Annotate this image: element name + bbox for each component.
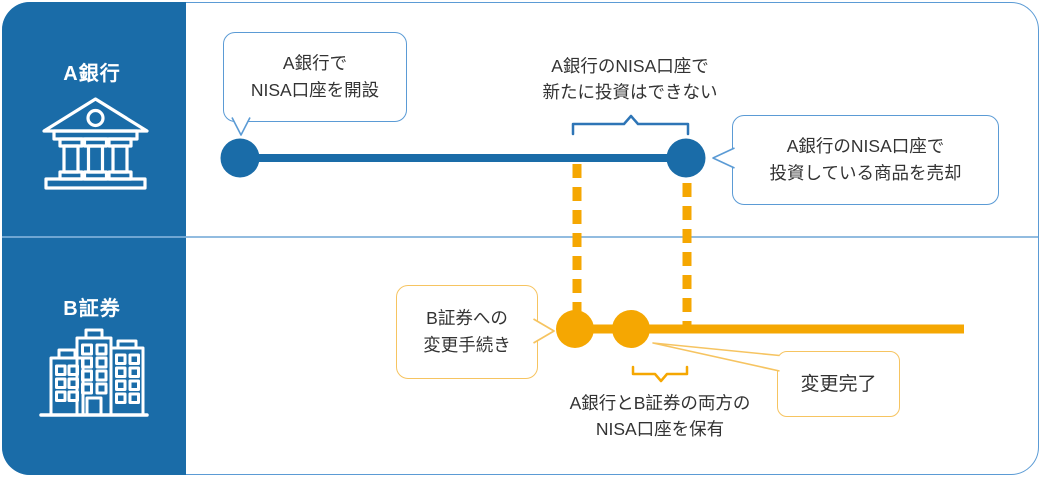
label-both-accounts-line1: A銀行とB証券の両方の (569, 393, 751, 413)
office-buildings-icon (39, 328, 149, 417)
speech-bubble-sell-products: A銀行のNISA口座で 投資している商品を売却 (732, 115, 999, 205)
speech-bubble-open-account: A銀行で NISA口座を開設 (223, 32, 407, 122)
event-dot-change-complete (612, 310, 650, 348)
speech-bubble-change-procedure: B証券への 変更手続き (396, 285, 538, 379)
bubble-open-line2: NISA口座を開設 (250, 80, 380, 100)
label-no-new-invest: A銀行のNISA口座で 新たに投資はできない (500, 53, 760, 105)
speech-bubble-change-complete: 変更完了 (777, 351, 900, 417)
no-invest-bracket (571, 114, 690, 136)
bubble-sell-line2: 投資している商品を売却 (769, 163, 962, 183)
bubble-procedure-line2: 変更手続き (423, 335, 511, 355)
row-divider (2, 236, 1038, 238)
label-no-new-invest-line1: A銀行のNISA口座で (551, 56, 709, 76)
bubble-sell-line1: A銀行のNISA口座で (786, 136, 945, 156)
event-dot-change-procedure (556, 310, 594, 348)
bubble-procedure-line1: B証券への (426, 308, 508, 328)
label-both-accounts: A銀行とB証券の両方の NISA口座を保有 (530, 390, 790, 442)
event-dot-sell-products (666, 138, 706, 178)
event-dot-account-open (220, 138, 260, 178)
bubble-complete-line1: 変更完了 (800, 373, 877, 395)
label-no-new-invest-line2: 新たに投資はできない (542, 82, 718, 102)
bank-icon (42, 97, 149, 190)
both-accounts-bracket (631, 365, 689, 383)
sidebar (2, 2, 186, 475)
bubble-open-line1: A銀行で (282, 53, 348, 73)
broker-b-label: B証券 (63, 298, 121, 320)
bank-a-label: A銀行 (63, 63, 121, 85)
label-both-accounts-line2: NISA口座を保有 (595, 419, 725, 439)
